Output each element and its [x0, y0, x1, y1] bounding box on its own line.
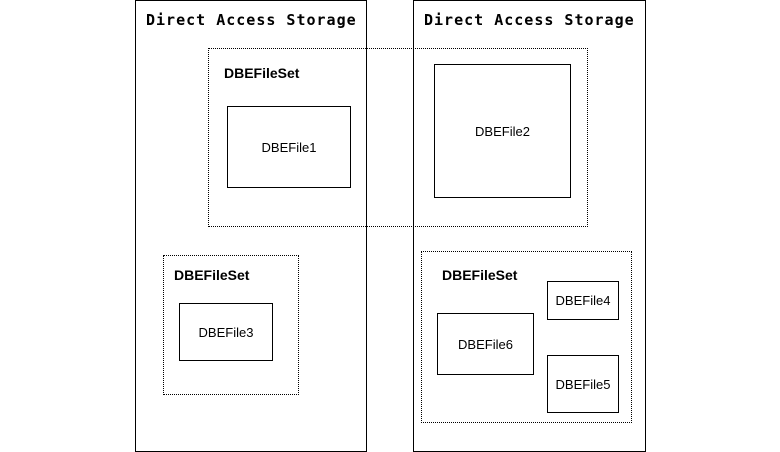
dbefile-4: DBEFile4: [547, 281, 619, 320]
dbefile-4-label: DBEFile4: [555, 293, 611, 308]
storage-title-left: Direct Access Storage: [146, 11, 357, 29]
dbefile-3: DBEFile3: [179, 303, 273, 361]
dbefile-1-label: DBEFile1: [261, 139, 317, 155]
fileset-left: DBEFileSet: [163, 255, 299, 395]
dbefile-5: DBEFile5: [547, 355, 619, 413]
storage-title-right: Direct Access Storage: [424, 11, 635, 29]
dbefile-6: DBEFile6: [437, 313, 534, 375]
dbefile-2: DBEFile2: [434, 64, 571, 198]
fileset-right: DBEFileSet: [421, 251, 632, 423]
dbefile-3-label: DBEFile3: [198, 324, 254, 340]
fileset-left-label: DBEFileSet: [174, 267, 250, 283]
dbefile-5-label: DBEFile5: [555, 376, 611, 392]
dbefile-1: DBEFile1: [227, 106, 351, 188]
fileset-right-label: DBEFileSet: [442, 267, 518, 283]
dbefile-2-label: DBEFile2: [475, 123, 530, 139]
fileset-spanning: DBEFileSet: [208, 48, 588, 227]
dbefile-6-label: DBEFile6: [458, 336, 513, 352]
fileset-spanning-label: DBEFileSet: [224, 65, 300, 81]
